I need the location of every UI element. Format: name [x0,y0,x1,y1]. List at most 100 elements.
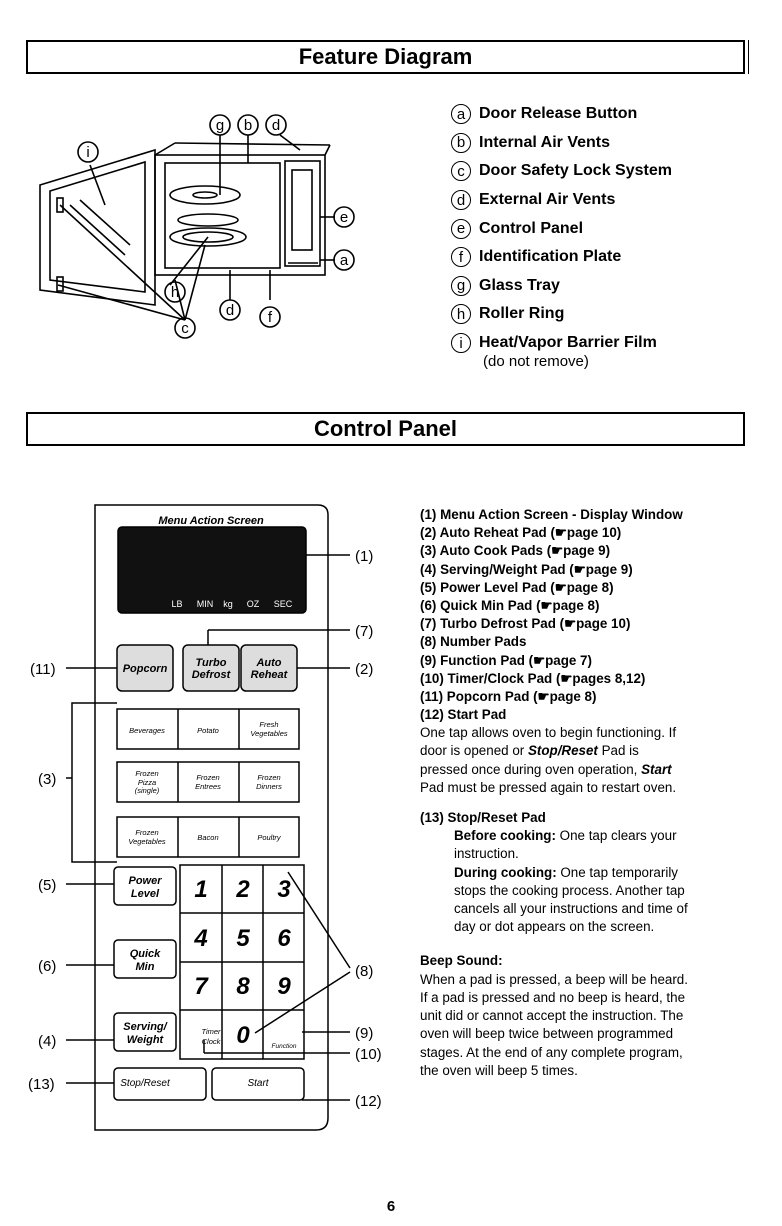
legend-note: (do not remove) [483,353,589,371]
digit-4-pad[interactable]: 4 [193,925,207,952]
legend-item: b Internal Air Vents [451,129,672,158]
turbo-pad-label[interactable]: Turbo [196,657,227,669]
auto-pad-label[interactable]: Auto [255,657,281,669]
clock-label[interactable]: Clock [202,1037,222,1046]
control-panel-legend: (1) Menu Action Screen - Display Window … [420,506,750,1080]
desc-line: day or dot appears on the screen. [454,919,655,935]
frozen-entrees-pad[interactable]: Entrees [195,782,221,791]
panel-item: (8) Number Pads [420,634,527,650]
desc-line: instruction. [454,846,519,862]
desc-emphasis: Start [641,761,672,777]
legend-label: Heat/Vapor Barrier Film [479,334,657,352]
svg-text:c: c [181,320,189,337]
svg-text:e: e [340,209,348,226]
feature-diagram-title: Feature Diagram [298,44,473,69]
legend-letter: a [451,104,471,125]
fresh-vegetables-pad[interactable]: Vegetables [250,729,288,738]
during-cooking: During cooking: One tap temporarily [420,864,750,882]
before-label: Before cooking: [454,828,556,844]
page-number: 6 [386,1198,396,1215]
popcorn-pad[interactable]: Popcorn [123,663,168,675]
desc-line: Pad must be pressed again to restart ove… [420,779,677,795]
callout-6: (6) [38,958,56,975]
legend-label: External Air Vents [479,191,616,209]
digit-1-pad[interactable]: 1 [194,876,207,903]
digit-5-pad[interactable]: 5 [236,925,250,952]
legend-label: Internal Air Vents [479,133,610,151]
legend-label: Identification Plate [479,248,622,266]
desc-text: door is opened or [420,743,528,759]
timer-label[interactable]: Timer [201,1027,221,1036]
digit-7-pad[interactable]: 7 [194,973,209,1000]
svg-text:d: d [226,302,234,319]
digit-6-pad[interactable]: 6 [277,925,291,952]
frozen-dinners-pad[interactable]: Dinners [256,782,282,791]
svg-text:d: d [272,117,280,134]
fresh-pad-label[interactable]: Fresh [259,720,278,729]
unit-oz: OZ [247,599,260,609]
legend-letter: h [451,304,471,325]
serving-label[interactable]: Serving/ [123,1021,168,1033]
start-pad[interactable]: Start [247,1078,269,1089]
legend-item: i Heat/Vapor Barrier Film [451,329,672,358]
feature-legend: a Door Release Button b Internal Air Vents… [451,100,672,370]
svg-text:f: f [268,309,273,326]
quick-label[interactable]: Quick [130,948,161,960]
desc-line: cancels all your instructions and time o… [454,901,688,917]
digit-0-pad[interactable]: 0 [236,1022,250,1049]
min-label[interactable]: Min [136,961,155,973]
desc-text: pressed once during oven operation, [420,761,642,777]
desc-text: One tap clears your [559,828,677,844]
desc-text: Pad is [597,743,639,759]
callout-4: (4) [38,1033,56,1050]
before-cooking: Before cooking: One tap clears your [420,827,750,845]
frozen-vegetables-pad[interactable]: Vegetables [128,837,166,846]
defrost-pad-label[interactable]: Defrost [192,669,232,681]
frozen-label: Frozen [257,773,280,782]
frozen-pizza-pad[interactable]: Pizza [138,778,156,787]
desc-line: If a pad is pressed and no beep is heard… [420,989,686,1005]
desc-emphasis: Stop/Reset [527,743,598,759]
legend-label: Door Safety Lock System [479,162,672,180]
function-pad[interactable]: Function [272,1043,297,1050]
level-label[interactable]: Level [131,888,160,900]
digit-3-pad[interactable]: 3 [277,876,291,903]
legend-letter: e [451,218,471,239]
legend-label: Door Release Button [479,105,638,123]
panel-item: (11) Popcorn Pad (☛page 8) [420,688,597,704]
svg-text:i: i [86,144,89,161]
control-panel-title: Control Panel [313,416,457,441]
digit-9-pad[interactable]: 9 [277,973,291,1000]
digit-2-pad[interactable]: 2 [235,876,250,903]
panel-item: (4) Serving/Weight Pad (☛page 9) [420,561,633,577]
legend-letter: b [451,132,471,153]
stop-reset-pad[interactable]: Stop/Reset [120,1078,171,1089]
svg-text:h: h [171,284,179,301]
frozen-label: Frozen [135,769,158,778]
callout-8: (8) [355,963,373,980]
svg-text:g: g [216,117,224,134]
reheat-pad-label[interactable]: Reheat [251,669,289,681]
callout-9: (9) [355,1025,373,1042]
desc-line: door is opened or Stop/Reset Pad is [420,742,750,760]
weight-label[interactable]: Weight [127,1034,165,1046]
potato-pad[interactable]: Potato [197,726,219,735]
legend-letter: d [451,190,471,211]
legend-letter: i [451,333,471,354]
desc-line: pressed once during oven operation, Star… [420,761,750,779]
svg-text:a: a [340,252,349,269]
power-label[interactable]: Power [128,875,162,887]
panel-item: (5) Power Level Pad (☛page 8) [420,579,614,595]
legend-item: d External Air Vents [451,186,672,215]
beep-sound-title: Beep Sound: [420,953,503,969]
poultry-pad[interactable]: Poultry [257,833,282,842]
callout-10: (10) [355,1046,382,1063]
beverages-pad[interactable]: Beverages [129,726,165,735]
digit-8-pad[interactable]: 8 [236,973,250,1000]
bacon-pad[interactable]: Bacon [197,833,218,842]
